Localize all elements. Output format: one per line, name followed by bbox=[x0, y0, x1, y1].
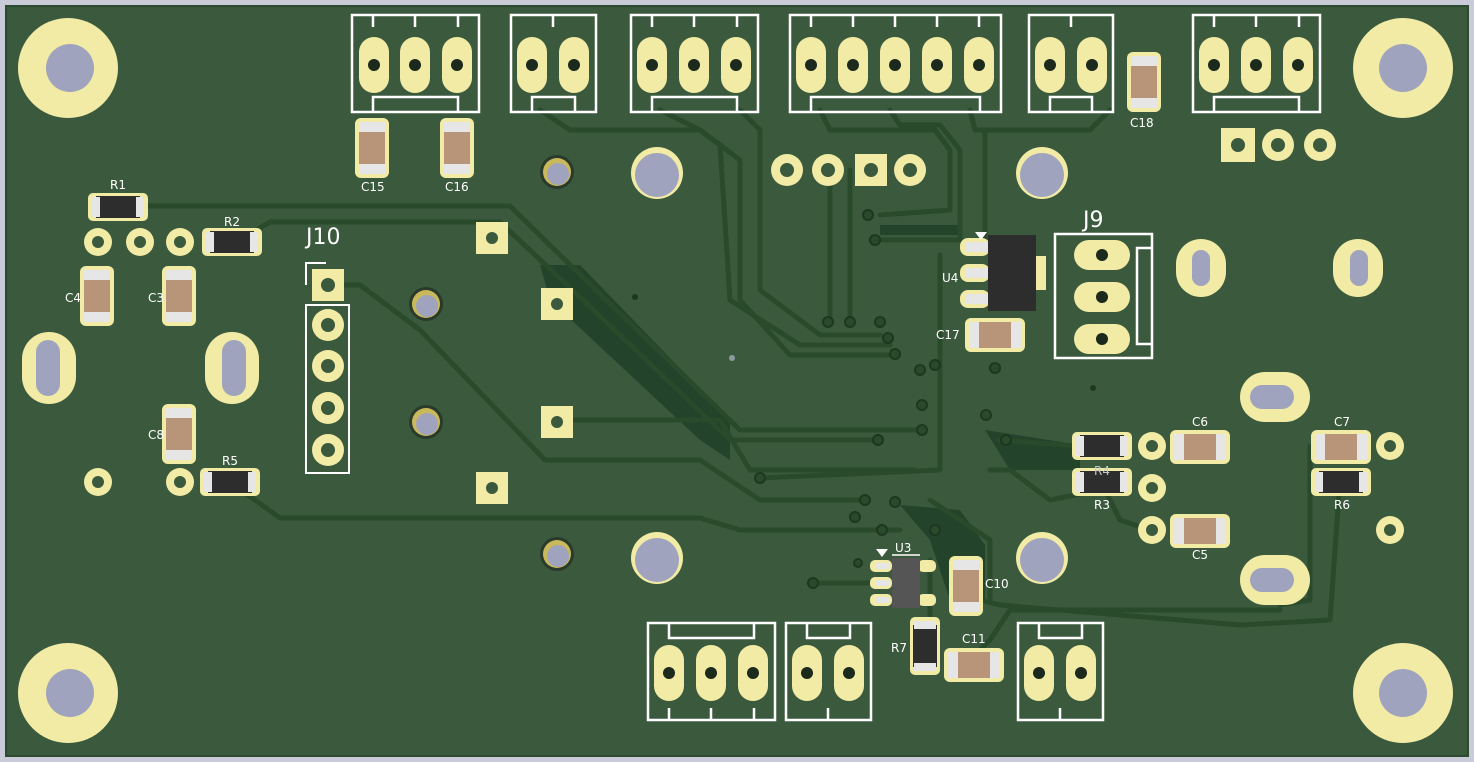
dark-ring-holes bbox=[409, 155, 574, 571]
capacitor-c3 bbox=[162, 266, 196, 326]
capacitor-c17 bbox=[965, 318, 1025, 352]
capacitor-c11 bbox=[944, 648, 1004, 682]
label-c17: C17 bbox=[936, 328, 960, 342]
resistor-r1 bbox=[88, 193, 148, 221]
mounting-hole-top-left bbox=[18, 18, 118, 118]
label-c11: C11 bbox=[962, 632, 986, 646]
label-c8: C8 bbox=[148, 428, 164, 442]
capacitor-c5 bbox=[1170, 514, 1230, 548]
label-j9: J9 bbox=[1081, 208, 1104, 233]
capacitor-c8 bbox=[162, 404, 196, 464]
label-r2: R2 bbox=[224, 215, 240, 229]
mounting-hole-bottom-left bbox=[18, 643, 118, 743]
label-c15: C15 bbox=[361, 180, 385, 194]
label-r6: R6 bbox=[1334, 498, 1350, 512]
capacitor-c18 bbox=[1127, 52, 1161, 112]
resistor-r2 bbox=[202, 228, 262, 256]
label-c3: C3 bbox=[148, 291, 164, 305]
label-j10: J10 bbox=[304, 225, 340, 250]
connector-pads-top bbox=[359, 37, 1313, 93]
mounting-hole-bottom-right bbox=[1353, 643, 1453, 743]
capacitor-c10 bbox=[949, 556, 983, 616]
label-r5: R5 bbox=[222, 454, 238, 468]
capacitor-c16 bbox=[440, 118, 474, 178]
header-j10 bbox=[305, 262, 350, 474]
slot-pads bbox=[22, 239, 1383, 605]
connectors-top bbox=[350, 13, 1322, 114]
label-c6: C6 bbox=[1192, 415, 1208, 429]
label-u3: U3 bbox=[895, 541, 911, 555]
square-pads bbox=[476, 128, 1255, 504]
connector-j9 bbox=[1053, 232, 1154, 360]
round-pad-holes bbox=[92, 138, 1396, 536]
label-u4: U4 bbox=[942, 271, 958, 285]
label-r1: R1 bbox=[110, 178, 126, 192]
mounting-hole-top-right bbox=[1353, 18, 1453, 118]
label-c4: C4 bbox=[65, 291, 81, 305]
label-r3: R3 bbox=[1094, 498, 1110, 512]
label-c10: C10 bbox=[985, 577, 1009, 591]
traces bbox=[115, 107, 1343, 668]
capacitor-c6 bbox=[1170, 430, 1230, 464]
resistor-r5 bbox=[200, 468, 260, 496]
capacitor-c7 bbox=[1311, 430, 1371, 464]
regulator-u4 bbox=[960, 232, 1046, 311]
resistor-r6 bbox=[1311, 468, 1371, 496]
label-r7: R7 bbox=[891, 641, 907, 655]
label-c5: C5 bbox=[1192, 548, 1208, 562]
ic-u3 bbox=[870, 549, 936, 608]
resistors bbox=[88, 193, 1371, 675]
silkscreen-labels: J10 J9 U3 U4 R1 R2 R3 R4 R5 R6 R7 C3 C4 … bbox=[65, 116, 1350, 655]
resistor-r3 bbox=[1072, 468, 1132, 496]
vias bbox=[754, 209, 1012, 589]
label-r4: R4 bbox=[1094, 464, 1110, 478]
label-c18: C18 bbox=[1130, 116, 1154, 130]
label-c16: C16 bbox=[445, 180, 469, 194]
connector-pads-bottom bbox=[654, 645, 1096, 701]
mounting-holes bbox=[18, 18, 1453, 743]
plated-holes-large bbox=[631, 147, 1068, 584]
capacitors bbox=[80, 52, 1371, 682]
capacitor-c15 bbox=[355, 118, 389, 178]
connectors-bottom bbox=[646, 621, 1105, 722]
resistor-r7 bbox=[910, 617, 940, 675]
capacitor-c4 bbox=[80, 266, 114, 326]
resistor-r4 bbox=[1072, 432, 1132, 460]
label-c7: C7 bbox=[1334, 415, 1350, 429]
